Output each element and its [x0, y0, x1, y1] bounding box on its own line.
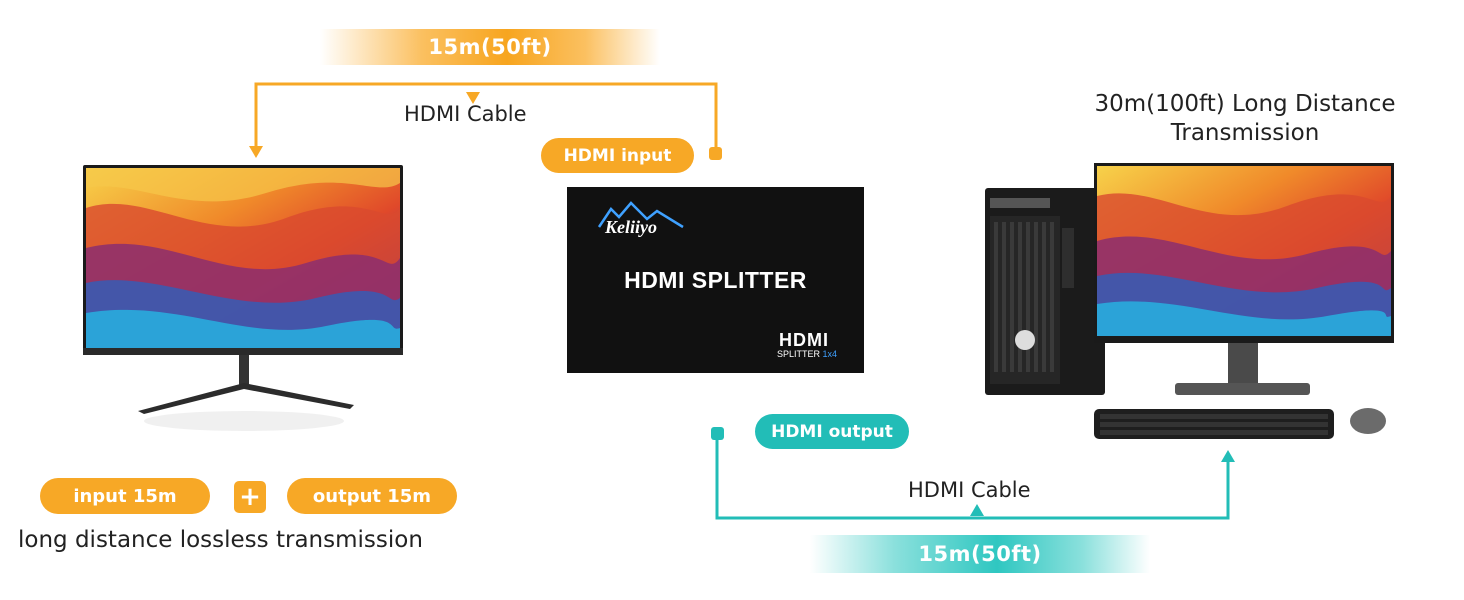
hdmi-input-pill: HDMI input	[541, 138, 694, 173]
left-monitor-screen	[86, 168, 400, 348]
top-distance-label: 15m(50ft)	[428, 35, 552, 59]
keyboard-and-mouse	[1094, 408, 1386, 439]
cable-bottom-label: HDMI Cable	[908, 478, 1031, 502]
splitter-sub-ratio: 1x4	[822, 349, 838, 359]
output-cable-arrow-up	[1221, 450, 1235, 462]
top-distance-band: 15m(50ft)	[320, 29, 660, 65]
splitter-title: HDMI SPLITTER	[624, 267, 807, 293]
cable-pointer-bottom	[970, 504, 984, 516]
plus-icon: +	[234, 481, 266, 513]
brand-mountain-icon	[597, 201, 684, 229]
output-cable-line	[715, 434, 1230, 520]
input-cable-arrow-down	[249, 146, 263, 158]
right-monitor	[1094, 163, 1394, 343]
caption: long distance lossless transmission	[18, 527, 423, 553]
hdmi-logo: HDMI	[779, 330, 829, 350]
brand-name: Keliiyo	[605, 217, 657, 237]
output-15m-pill: output 15m	[287, 478, 457, 514]
hdmi-splitter-box: Keliiyo HDMI SPLITTER HDMI SPLITTER 1x4	[567, 187, 864, 373]
long-distance-text: 30m(100ft) Long Distance Transmission	[1060, 90, 1430, 148]
input-cable-line	[254, 82, 718, 152]
input-15m-pill: input 15m	[40, 478, 210, 514]
cable-pointer-top	[466, 92, 480, 104]
bottom-distance-band: 15m(50ft)	[810, 535, 1150, 573]
bottom-distance-label: 15m(50ft)	[918, 542, 1042, 566]
cable-top-label: HDMI Cable	[404, 102, 527, 126]
hdmi-output-pill: HDMI output	[755, 414, 909, 449]
right-monitor-screen	[1097, 166, 1391, 336]
output-cable-endpoint	[711, 427, 724, 440]
left-monitor	[83, 165, 403, 355]
long-distance-line1: 30m(100ft) Long Distance	[1094, 91, 1396, 117]
splitter-sub-prefix: SPLITTER	[777, 349, 823, 359]
left-monitor-stand	[138, 355, 354, 431]
pc-tower	[985, 188, 1105, 395]
splitter-subtitle: SPLITTER 1x4	[777, 349, 837, 359]
input-cable-endpoint	[709, 147, 722, 160]
right-monitor-stand	[1175, 343, 1310, 395]
long-distance-line2: Transmission	[1170, 120, 1320, 146]
